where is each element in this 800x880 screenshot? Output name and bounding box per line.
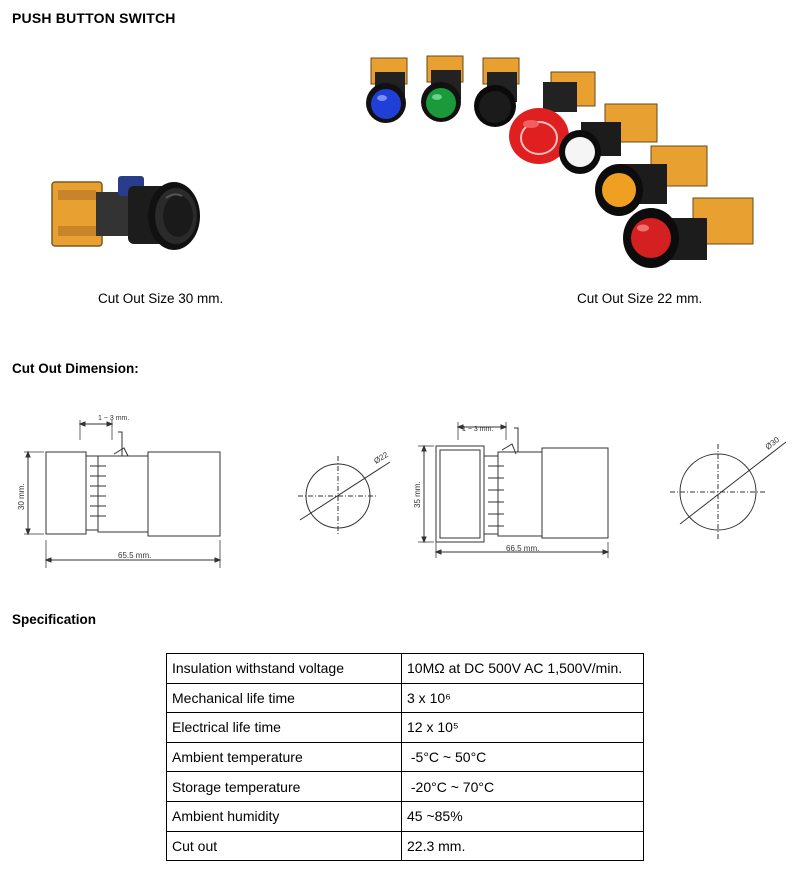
- side-view-30mm-drawing: 1 ~ 3 mm. 65.5 mm. 30 mm.: [17, 415, 222, 568]
- cut-out-22mm-caption: Cut Out Size 22 mm.: [577, 291, 703, 306]
- page-title: PUSH BUTTON SWITCH: [12, 10, 176, 26]
- button-blue: [366, 57, 408, 123]
- push-buttons-22mm-photo: [366, 55, 754, 268]
- gap-label: 1 ~ 3 mm.: [98, 415, 129, 422]
- table-row: Electrical life time 12 x 10⁵: [166, 712, 644, 743]
- spec-label: Ambient temperature: [166, 741, 402, 773]
- cutout-30-drawing: Ø30: [670, 435, 787, 540]
- table-row: Ambient humidity 45 ~85%: [166, 800, 644, 832]
- spec-value: 10MΩ at DC 500V AC 1,500V/min.: [401, 653, 644, 684]
- cut-out-30mm-caption: Cut Out Size 30 mm.: [98, 291, 224, 306]
- length-label: 65.5 mm.: [118, 551, 151, 560]
- button-black: [474, 57, 520, 127]
- spec-label: Mechanical life time: [166, 682, 402, 714]
- spec-label: Cut out: [166, 830, 402, 862]
- spec-label: Ambient humidity: [166, 800, 402, 832]
- spec-value: -20°C ~ 70°C: [401, 771, 644, 802]
- length-label: 66.5 mm.: [506, 544, 539, 553]
- specification-heading: Specification: [12, 612, 97, 627]
- table-row: Ambient temperature -5°C ~ 50°C: [166, 741, 644, 773]
- height-label: 30 mm.: [17, 483, 26, 510]
- button-white: [559, 103, 658, 174]
- spec-value: -5°C ~ 50°C: [401, 741, 644, 773]
- push-button-30mm-photo: [51, 176, 200, 250]
- spec-value: 12 x 10⁵: [401, 712, 644, 743]
- cut-out-dimension-heading: Cut Out Dimension:: [12, 361, 139, 376]
- cutout-22-drawing: Ø22: [298, 450, 390, 536]
- table-row: Mechanical life time 3 x 10⁶: [166, 682, 644, 714]
- height-label: 35 mm.: [413, 481, 422, 508]
- side-view-35mm-drawing: 1 ~ 3 mm. 66.5 mm. 35 mm.: [413, 422, 610, 558]
- hole-diameter-label: Ø30: [764, 435, 782, 452]
- table-row: Insulation withstand voltage 10MΩ at DC …: [166, 653, 644, 684]
- button-green: [421, 55, 464, 122]
- spec-label: Insulation withstand voltage: [166, 653, 402, 684]
- table-row: Cut out 22.3 mm.: [166, 830, 644, 862]
- spec-value: 3 x 10⁶: [401, 682, 644, 714]
- specification-table: Insulation withstand voltage 10MΩ at DC …: [166, 653, 644, 862]
- spec-value: 22.3 mm.: [401, 830, 644, 862]
- table-row: Storage temperature -20°C ~ 70°C: [166, 771, 644, 802]
- spec-label: Storage temperature: [166, 771, 402, 802]
- gap-label: 1 ~ 3 mm.: [462, 426, 493, 433]
- button-red: [623, 197, 754, 268]
- spec-value: 45 ~85%: [401, 800, 644, 832]
- button-amber: [595, 145, 708, 216]
- spec-label: Electrical life time: [166, 712, 402, 743]
- button-red-mushroom: [509, 71, 596, 164]
